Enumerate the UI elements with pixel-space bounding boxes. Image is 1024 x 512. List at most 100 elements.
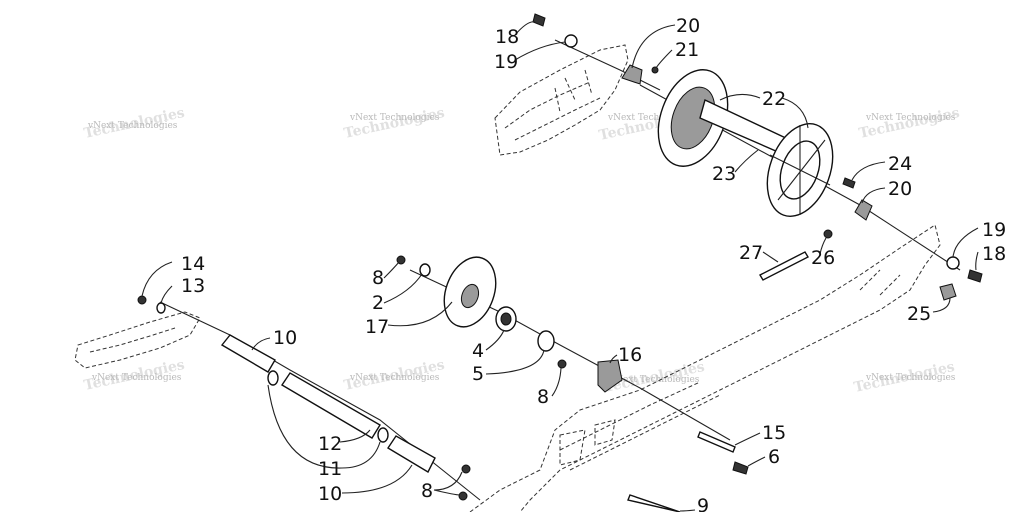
callout-25: 25 bbox=[907, 303, 931, 325]
callout-15: 15 bbox=[762, 422, 786, 444]
leader-11 bbox=[267, 384, 381, 469]
bearing-4-inner bbox=[500, 312, 512, 326]
leader-10-lower bbox=[341, 464, 413, 494]
ring-11-upper bbox=[267, 370, 279, 386]
nut-21 bbox=[651, 66, 659, 74]
upper-rail-detail bbox=[504, 81, 601, 141]
watermark-small: vNext Technologies bbox=[865, 113, 956, 123]
center-lines bbox=[159, 39, 961, 501]
watermark-small: vNext Technologies bbox=[349, 373, 440, 383]
nut-8-lower-b bbox=[458, 491, 468, 501]
leader-19-lower bbox=[952, 227, 979, 258]
leader-4 bbox=[485, 329, 505, 351]
washer-19-upper bbox=[564, 34, 578, 48]
bolt-18-upper bbox=[532, 13, 546, 27]
callout-4: 4 bbox=[472, 340, 484, 362]
callout-5: 5 bbox=[472, 363, 484, 385]
callout-27: 27 bbox=[739, 242, 763, 264]
watermark-large: Technologies bbox=[858, 105, 962, 142]
callout-2: 2 bbox=[372, 292, 384, 314]
bracket-16 bbox=[597, 359, 623, 393]
ring-11-lower bbox=[377, 427, 389, 443]
leader-6 bbox=[747, 456, 766, 467]
left-rail-frame bbox=[74, 311, 201, 369]
callout-12: 12 bbox=[318, 433, 342, 455]
nut-8-lower-a bbox=[461, 464, 471, 474]
watermark-small: vNext Technologies bbox=[609, 375, 700, 385]
leader-16 bbox=[609, 354, 618, 364]
leader-20-upper bbox=[631, 24, 676, 69]
shaft-assembly bbox=[137, 295, 749, 512]
left-rail-detail bbox=[89, 327, 176, 353]
callout-24: 24 bbox=[888, 153, 912, 175]
callout-11: 11 bbox=[318, 458, 342, 480]
callout-18-upper: 18 bbox=[495, 26, 519, 48]
callout-17: 17 bbox=[365, 316, 389, 338]
bolt-6 bbox=[732, 461, 749, 475]
spacer-10-lower bbox=[387, 435, 436, 473]
wheel-22-right-spokes bbox=[769, 125, 831, 215]
main-rail-frame bbox=[469, 224, 941, 512]
leader-18-upper bbox=[514, 21, 536, 36]
callout-labels: 18 19 20 21 22 23 24 20 19 18 27 26 25 1… bbox=[181, 15, 1006, 512]
leader-23 bbox=[734, 149, 759, 173]
callout-23: 23 bbox=[712, 163, 736, 185]
washer-19-lower bbox=[946, 256, 960, 270]
cap-20-lower bbox=[854, 199, 873, 221]
watermark-large: Technologies bbox=[343, 105, 447, 142]
leader-18-lower bbox=[975, 251, 979, 271]
leader-20-lower bbox=[861, 187, 886, 204]
upper-rail-frame bbox=[494, 44, 629, 156]
lower-wheel-assembly bbox=[396, 255, 623, 393]
callout-8-middle: 8 bbox=[537, 386, 549, 408]
ring-5 bbox=[537, 330, 555, 352]
leader-17 bbox=[387, 301, 453, 327]
wheel-17-hub bbox=[460, 283, 480, 309]
leader-12 bbox=[339, 429, 371, 443]
callout-10-lower: 10 bbox=[318, 483, 342, 505]
bolt-9 bbox=[627, 494, 681, 512]
bolt-24 bbox=[842, 177, 856, 189]
callout-19-lower: 19 bbox=[982, 219, 1006, 241]
callout-6: 6 bbox=[768, 446, 780, 468]
leader-14 bbox=[141, 261, 173, 297]
cap-20-upper bbox=[621, 64, 643, 85]
leader-15 bbox=[734, 432, 761, 446]
leader-26 bbox=[819, 237, 827, 255]
callout-18-lower: 18 bbox=[982, 243, 1006, 265]
leader-21 bbox=[655, 49, 673, 69]
callout-8-lower: 8 bbox=[421, 480, 433, 502]
callout-16: 16 bbox=[618, 344, 642, 366]
leader-25 bbox=[932, 297, 951, 313]
callout-10-upper: 10 bbox=[273, 327, 297, 349]
leader-27 bbox=[762, 251, 779, 263]
callout-14: 14 bbox=[181, 253, 205, 275]
callout-9: 9 bbox=[697, 495, 709, 512]
nut-26 bbox=[823, 229, 833, 239]
upper-rail-ribs bbox=[554, 69, 593, 113]
washer-2 bbox=[419, 263, 431, 277]
nut-8-middle bbox=[557, 359, 567, 369]
callout-20-upper: 20 bbox=[676, 15, 700, 37]
leader-2 bbox=[383, 273, 423, 304]
leader-lines bbox=[141, 21, 979, 512]
callout-20-lower: 20 bbox=[888, 178, 912, 200]
watermark-small: vNext Technologies bbox=[607, 113, 698, 123]
watermark-small: vNext Technologies bbox=[865, 373, 956, 383]
leader-8-middle bbox=[551, 367, 562, 397]
block-25 bbox=[939, 283, 957, 301]
washer-13 bbox=[156, 302, 166, 314]
bolt-15 bbox=[697, 431, 736, 453]
callout-19-upper: 19 bbox=[494, 51, 518, 73]
callout-13: 13 bbox=[181, 275, 205, 297]
leader-8-upper bbox=[383, 261, 400, 279]
main-rail-cutouts bbox=[559, 419, 616, 466]
rail-frames bbox=[74, 44, 941, 512]
leader-8-lower bbox=[433, 471, 463, 496]
bolt-27 bbox=[759, 251, 809, 281]
callout-8-upper: 8 bbox=[372, 267, 384, 289]
main-rail-detail bbox=[559, 269, 901, 471]
bolt-18-lower bbox=[967, 269, 983, 283]
